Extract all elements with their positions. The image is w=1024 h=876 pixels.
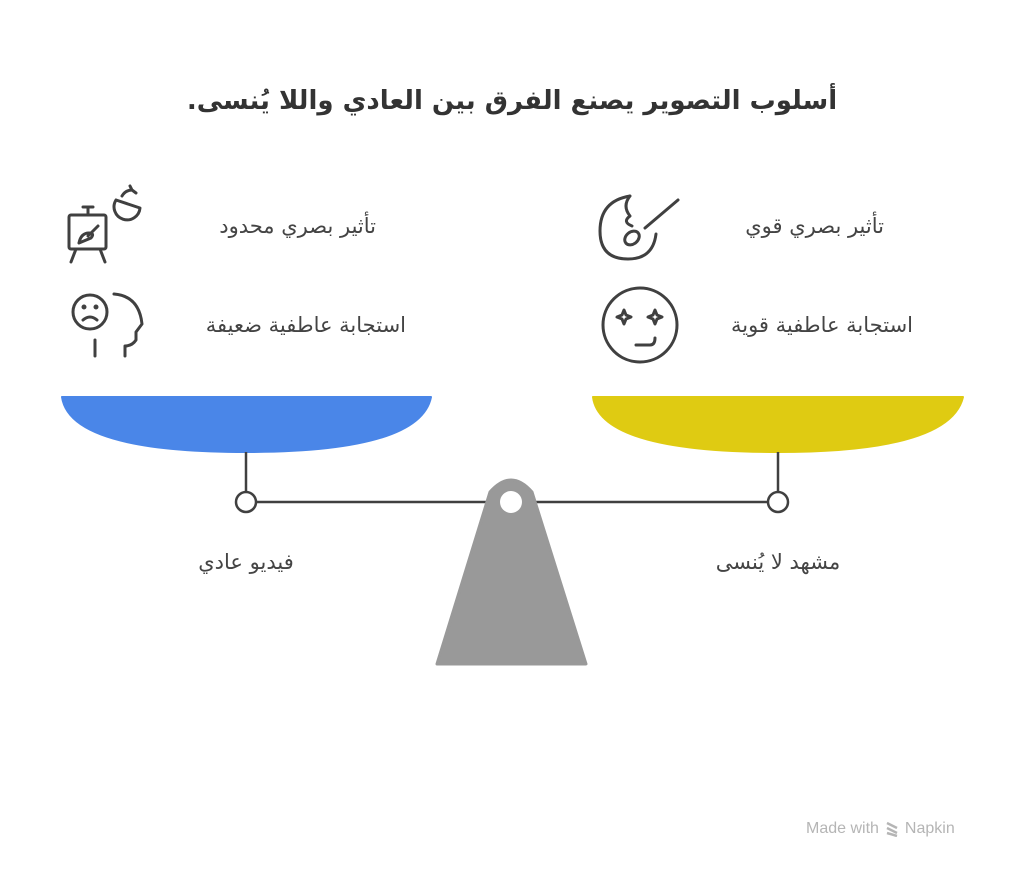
right-item-1: تأثير بصري قوي xyxy=(745,214,884,238)
napkin-credit[interactable]: Made with Napkin xyxy=(806,820,955,838)
left-item-2: استجابة عاطفية ضعيفة xyxy=(205,313,406,337)
easel-icon xyxy=(67,184,142,264)
left-label: فيديو عادي xyxy=(198,550,294,574)
star-eyes-face-icon xyxy=(601,286,679,364)
right-pan xyxy=(592,396,964,453)
sad-head-icon xyxy=(71,292,144,358)
fulcrum xyxy=(435,478,588,666)
napkin-logo-icon xyxy=(886,821,898,837)
napkin-brand: Napkin xyxy=(904,820,955,837)
made-with-text: Made with xyxy=(806,820,879,837)
right-label: مشهد لا يُنسى xyxy=(715,550,841,574)
left-pivot xyxy=(234,490,258,514)
page-title: أسلوب التصوير يصنع الفرق بين العادي والل… xyxy=(186,86,838,116)
fulcrum-hole xyxy=(500,491,522,513)
right-item-2: استجابة عاطفية قوية xyxy=(730,313,913,337)
left-item-1: تأثير بصري محدود xyxy=(219,214,376,238)
palette-brush-icon xyxy=(598,194,680,261)
left-pan xyxy=(61,396,432,453)
right-pivot xyxy=(766,490,790,514)
